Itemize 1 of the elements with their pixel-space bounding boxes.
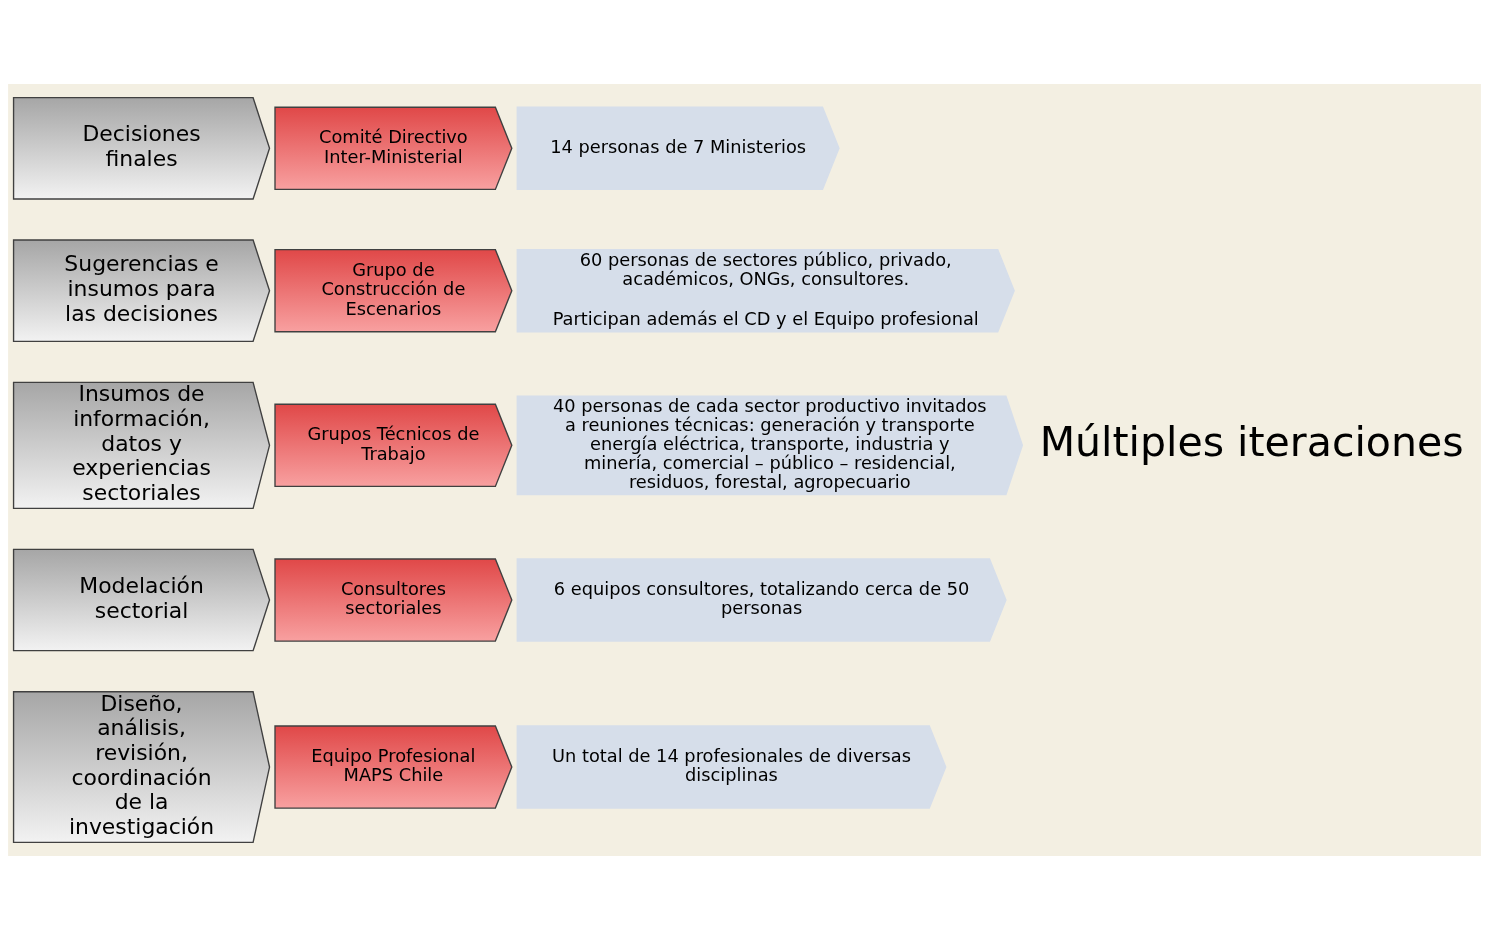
- label: Múltiples iteraciones: [1039, 417, 1464, 466]
